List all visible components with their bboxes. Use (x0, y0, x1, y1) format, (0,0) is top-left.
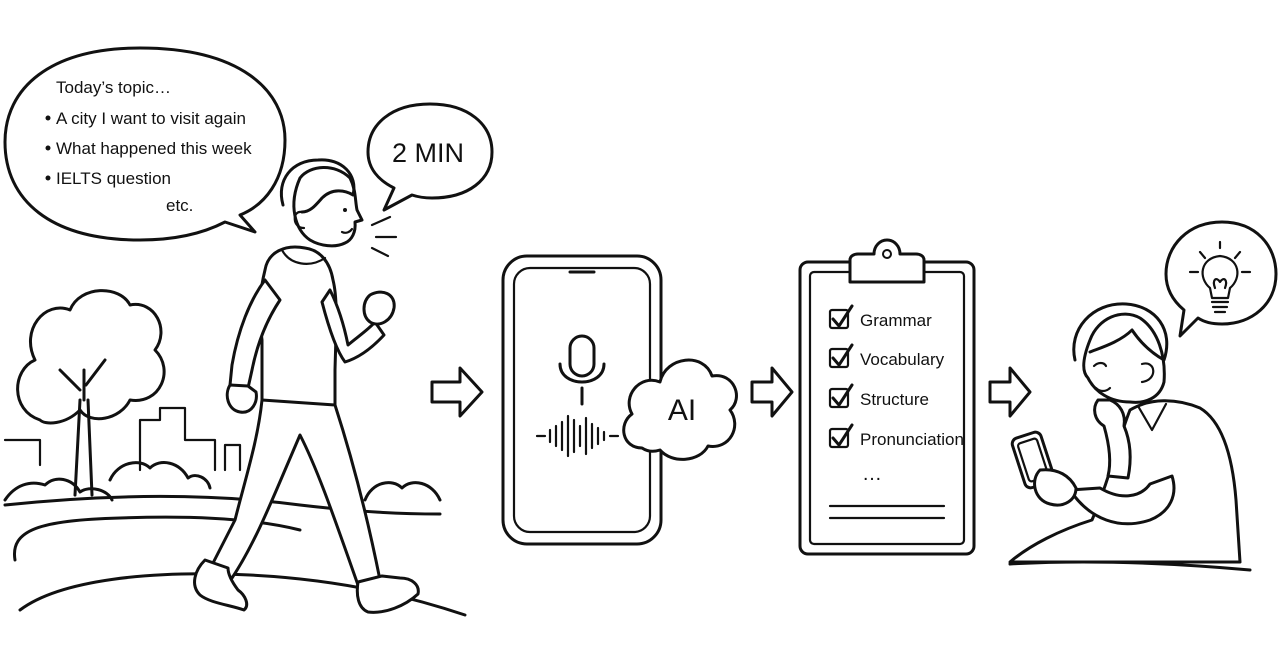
ai-label: AI (668, 394, 696, 427)
checkbox-icon (828, 304, 854, 330)
person-shoe-front (355, 574, 420, 614)
microphone-icon (558, 334, 606, 406)
waveform-icon (535, 414, 620, 458)
timer-label: 2 MIN (392, 138, 464, 168)
person2-hair (1072, 302, 1169, 362)
speech-bubble-timer: 2 MIN (366, 102, 494, 212)
arrow-right-icon (750, 366, 794, 418)
speech-bubble-topic: Today’s topic… A city I want to visit ag… (3, 46, 287, 242)
person-shoe-back (193, 558, 249, 612)
clipboard-lines (828, 504, 946, 520)
city-skyline (3, 406, 242, 472)
person2-hand-phone (1033, 468, 1078, 507)
hood-detail (280, 248, 327, 265)
bush-left (3, 477, 114, 502)
checklist-more: … (862, 463, 882, 485)
tree-trunk (58, 358, 107, 497)
person-hoodie (258, 245, 338, 411)
bullet (45, 115, 51, 121)
bush-right (363, 481, 442, 502)
path-edge-top (3, 494, 442, 516)
person-eye (343, 208, 347, 212)
person2-eye (1092, 361, 1108, 368)
person-ear (293, 210, 306, 230)
table-edge (1008, 560, 1252, 572)
topic-item: IELTS question (56, 169, 171, 188)
bush-center (108, 461, 212, 490)
checklist: Grammar Vocabulary Structure Pronunciati… (828, 304, 964, 520)
checkbox-icon (828, 423, 854, 449)
person-fist (362, 290, 396, 326)
checklist-item: Grammar (860, 311, 932, 330)
ai-cloud-outline (622, 358, 738, 461)
bullet (45, 145, 51, 151)
person-mouth (340, 227, 354, 234)
topic-etc: etc. (166, 196, 193, 215)
tree-canopy (16, 289, 166, 425)
thought-bubble-outline (1164, 220, 1278, 338)
reflecting-person (1008, 302, 1252, 572)
person2-head (1082, 312, 1166, 404)
person2-mouth (1094, 386, 1112, 393)
lightbulb-icon (1188, 240, 1252, 314)
checkbox-icon (828, 343, 854, 369)
walking-person (193, 158, 420, 614)
checklist-item: Vocabulary (860, 350, 945, 369)
thought-bubble (1164, 220, 1278, 338)
person-legs (210, 398, 382, 587)
checklist-item: Pronunciation (860, 430, 964, 449)
person2-hand-chin (1093, 398, 1132, 480)
person2-arm (1068, 474, 1176, 526)
person2-collar (1136, 402, 1168, 432)
arrow-right-icon (430, 366, 484, 418)
topic-heading: Today’s topic… (56, 78, 171, 97)
person-arm-front (320, 288, 386, 364)
timer-bubble-outline (366, 102, 494, 212)
clipboard-icon (798, 238, 976, 556)
checkbox-icon (828, 383, 854, 409)
arrow-right-icon (988, 366, 1032, 418)
person-hand-back (225, 383, 258, 414)
clipboard-clip (848, 238, 926, 284)
person2-ear (1140, 362, 1155, 384)
topic-bubble-outline (3, 46, 287, 242)
speech-lines (370, 215, 398, 258)
bullet (45, 175, 51, 181)
person-head (292, 166, 364, 248)
topic-item: A city I want to visit again (56, 109, 246, 128)
person-hair (280, 158, 356, 214)
ai-cloud: AI (622, 358, 738, 461)
checklist-item: Structure (860, 390, 929, 409)
topic-item: What happened this week (56, 139, 252, 158)
